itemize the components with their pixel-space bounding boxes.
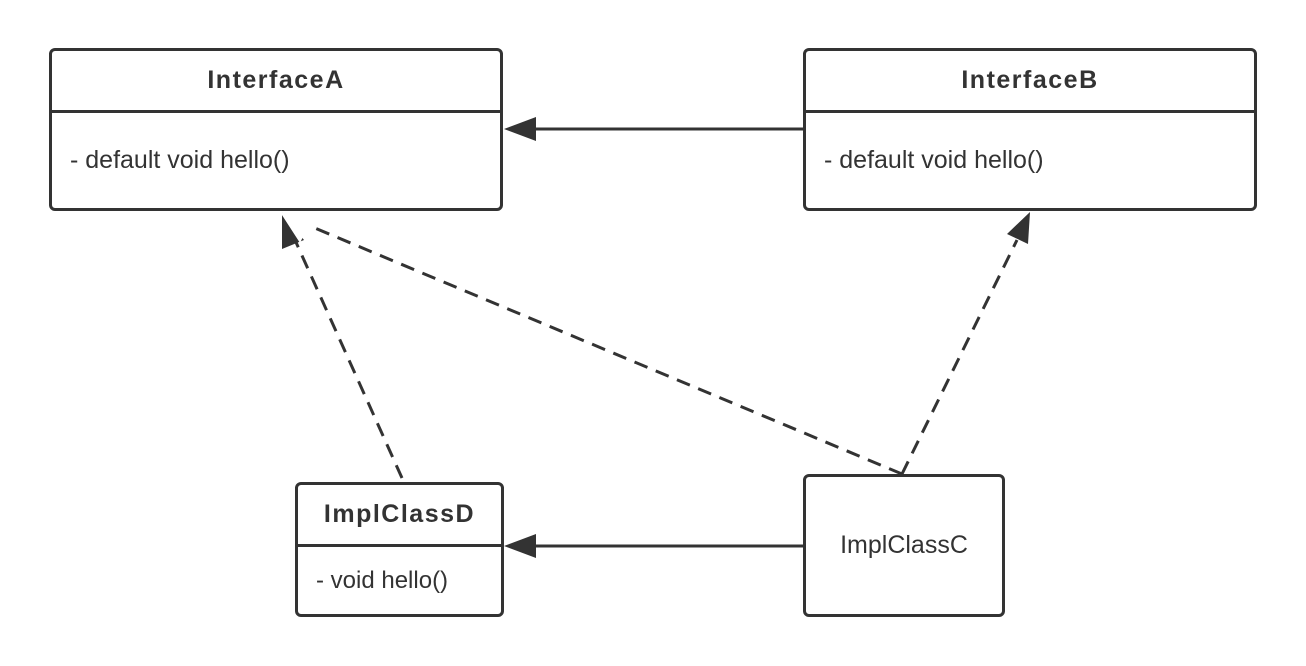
class-name-implclassc: ImplClassC [840, 531, 968, 559]
edge-implclassc-to-interfaceb [900, 239, 1019, 475]
arrowhead-interfaceb-to-interfacea [504, 117, 536, 141]
class-member-implclassd: - void hello() [316, 566, 449, 594]
arrowhead-implclassc-to-interfacea [280, 212, 314, 243]
edge-implclassd-to-interfacea [293, 239, 404, 479]
class-name-interfacea: InterfaceA [52, 51, 500, 113]
class-name-implclassd: ImplClassD [298, 485, 501, 547]
class-box-interfaceb[interactable]: InterfaceB - default void hello() [803, 48, 1257, 211]
edge-implclassc-to-interfacea [309, 224, 903, 476]
class-member-interfacea: - default void hello() [70, 146, 290, 174]
class-member-interfaceb: - default void hello() [824, 146, 1044, 174]
class-box-interfacea[interactable]: InterfaceA - default void hello() [49, 48, 503, 211]
class-box-implclassc[interactable]: ImplClassC [803, 474, 1005, 617]
class-box-implclassd[interactable]: ImplClassD - void hello() [295, 482, 504, 617]
class-name-interfaceb: InterfaceB [806, 51, 1254, 113]
arrowhead-implclassc-to-implclassd [504, 534, 536, 558]
arrowhead-implclassc-to-interfaceb [1007, 212, 1030, 244]
